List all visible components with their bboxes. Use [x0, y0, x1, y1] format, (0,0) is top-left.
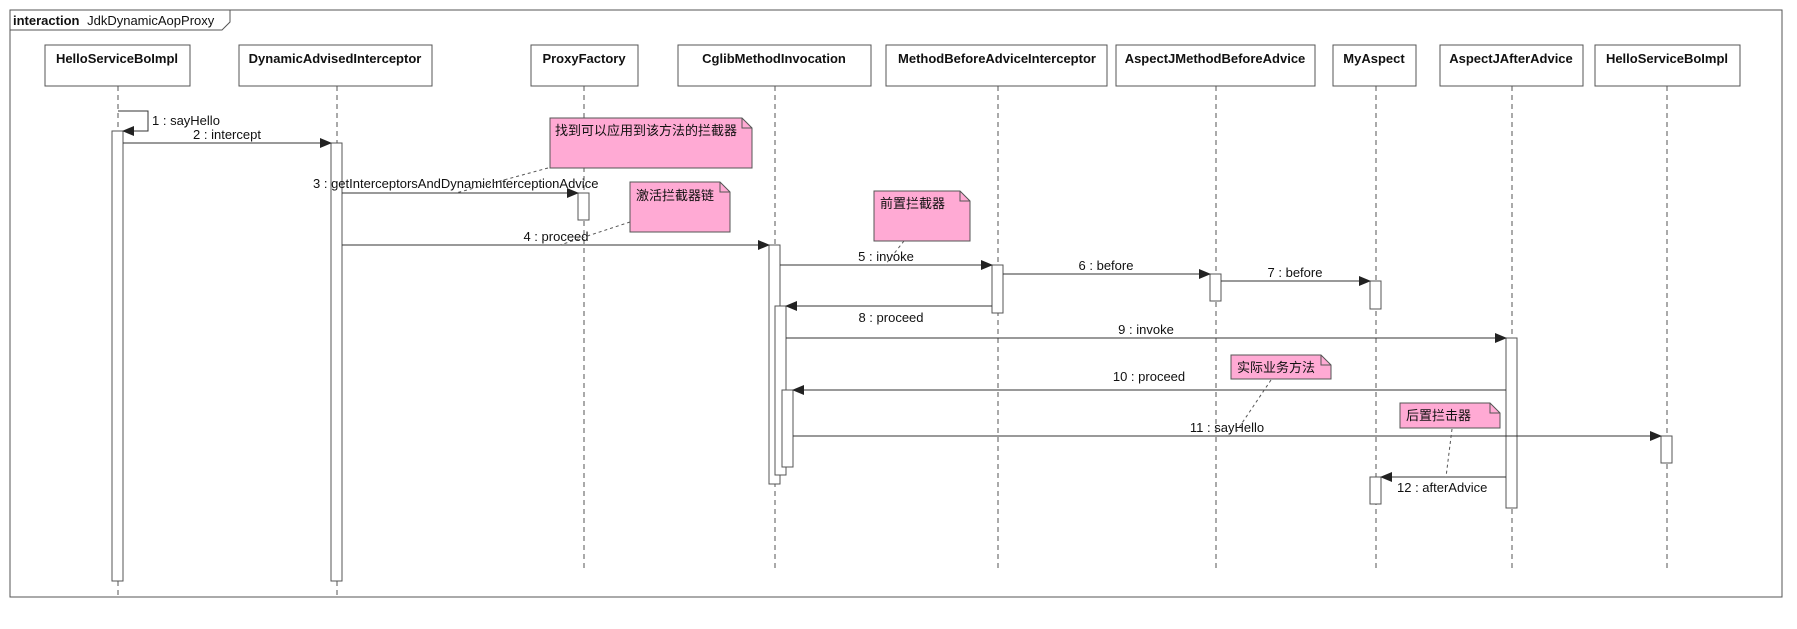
activation-bar: [1660, 435, 1673, 464]
note-connector: [1445, 428, 1453, 478]
frame-tab: [10, 10, 231, 31]
activation-bar: [1505, 337, 1518, 509]
message-label-1: 1 : sayHello: [152, 113, 220, 128]
message-label-8: 8 : proceed: [858, 310, 923, 325]
lifeline-lines: [117, 86, 1668, 597]
interaction-frame: [9, 9, 1783, 598]
message-labels: 1 : sayHello 2 : intercept 3 : getInterc…: [152, 113, 1487, 495]
messages: [118, 110, 1662, 482]
frame-keyword: interaction: [13, 13, 80, 28]
note-text: 实际业务方法: [1237, 360, 1315, 375]
activation-bar: [330, 142, 343, 582]
activation-bar: [1369, 476, 1382, 505]
note-connector: [884, 240, 905, 266]
message-label-11: 11 : sayHello: [1190, 420, 1264, 435]
note-text: 找到可以应用到该方法的拦截器: [555, 123, 737, 138]
frame-label: interaction JdkDynamicAopProxy: [13, 13, 215, 28]
note-text: 前置拦截器: [880, 196, 945, 211]
note-connector: [1235, 379, 1272, 433]
message-label-6: 6 : before: [1079, 258, 1134, 273]
message-arrow-1: [118, 110, 149, 136]
message-label-10: 10 : proceed: [1113, 369, 1185, 384]
note-business-method: 实际业务方法: [1230, 354, 1332, 380]
lifeline-head-myaspect: MyAspect: [1332, 44, 1417, 87]
message-label-7: 7 : before: [1268, 265, 1323, 280]
lifeline-head-helloserviceboimpl: HelloServiceBoImpl: [44, 44, 191, 87]
lifeline-name: AspectJMethodBeforeAdvice: [1125, 51, 1306, 66]
note-before-interceptor: 前置拦截器: [873, 190, 971, 242]
note-connectors: [455, 167, 1453, 478]
message-label-5: 5 : invoke: [858, 249, 914, 264]
activation-bars: [111, 130, 1673, 582]
activation-bar: [111, 130, 124, 582]
message-label-3: 3 : getInterceptorsAndDynamicInterceptio…: [313, 176, 598, 191]
lifeline-head-dynamicadvisedinterceptor: DynamicAdvisedInterceptor: [238, 44, 433, 87]
lifeline-head-proxyfactory: ProxyFactory: [530, 44, 639, 87]
message-label-12: 12 : afterAdvice: [1397, 480, 1487, 495]
lifeline-name: MyAspect: [1343, 51, 1405, 66]
note-text: 激活拦截器链: [636, 188, 714, 203]
lifeline-name: ProxyFactory: [542, 51, 626, 66]
activation-bar: [1369, 280, 1382, 310]
note-connector: [559, 221, 631, 246]
message-label-4: 4 : proceed: [523, 229, 588, 244]
note-find-interceptors: 找到可以应用到该方法的拦截器: [549, 117, 753, 169]
lifeline-head-aspectjmethodbeforeadvice: AspectJMethodBeforeAdvice: [1115, 44, 1316, 87]
note-text: 后置拦击器: [1406, 408, 1471, 423]
lifeline-head-aspectjafteradvice: AspectJAfterAdvice: [1439, 44, 1584, 87]
lifeline-head-cglibmethodinvocation: CglibMethodInvocation: [677, 44, 872, 87]
lifeline-name: MethodBeforeAdviceInterceptor: [898, 51, 1096, 66]
lifeline-name: HelloServiceBoImpl: [56, 51, 178, 66]
note-connector: [455, 167, 549, 194]
frame-name: JdkDynamicAopProxy: [87, 13, 215, 28]
note-activate-chain: 激活拦截器链: [629, 181, 731, 233]
lifeline-name: HelloServiceBoImpl: [1606, 51, 1728, 66]
activation-bar: [991, 264, 1004, 314]
lifeline-head-helloserviceboimpl-target: HelloServiceBoImpl: [1594, 44, 1741, 87]
lifeline-head-methodbeforeadviceinterceptor: MethodBeforeAdviceInterceptor: [885, 44, 1108, 87]
message-label-2: 2 : intercept: [193, 127, 261, 142]
note-after-interceptor: 后置拦击器: [1399, 402, 1501, 429]
lifeline-name: DynamicAdvisedInterceptor: [249, 51, 422, 66]
activation-bar: [781, 389, 794, 468]
activation-bar: [577, 192, 590, 221]
lifeline-name: CglibMethodInvocation: [702, 51, 846, 66]
message-label-9: 9 : invoke: [1118, 322, 1174, 337]
activation-bar: [1209, 273, 1222, 302]
lifeline-name: AspectJAfterAdvice: [1449, 51, 1573, 66]
